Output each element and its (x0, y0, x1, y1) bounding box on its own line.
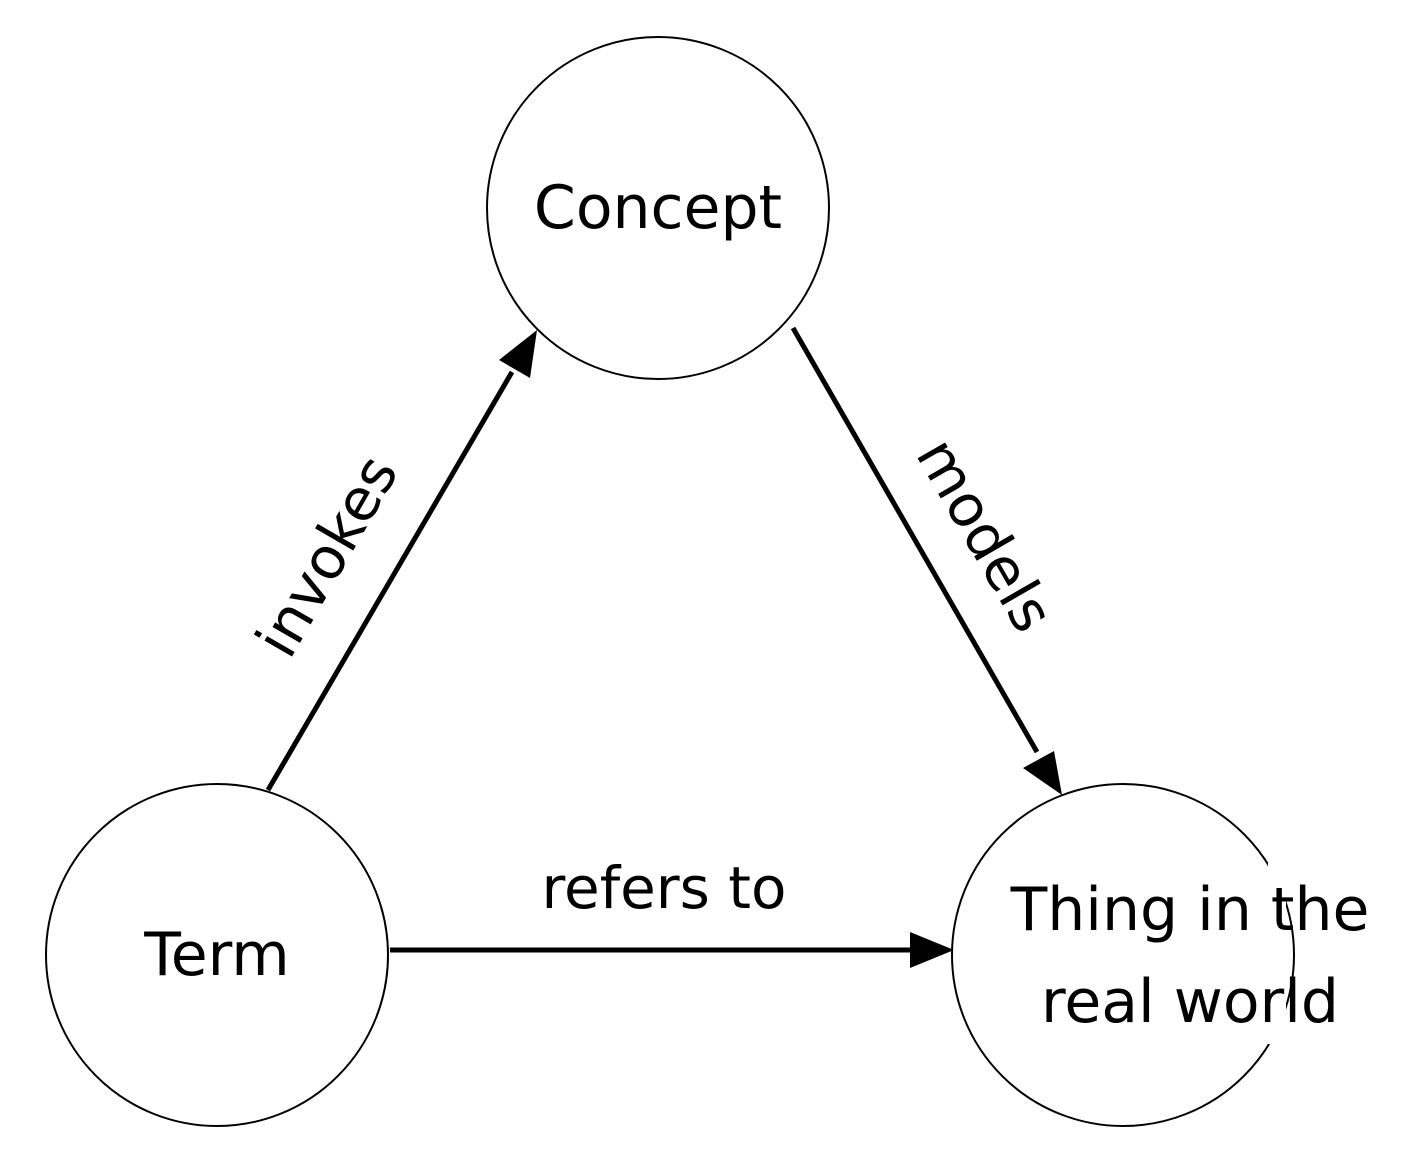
node-term-circle (45, 783, 389, 1127)
node-concept-label: Concept (534, 173, 782, 243)
edge-models-label: models (903, 427, 1067, 644)
node-thing-label-line2: real world (1041, 967, 1339, 1037)
node-concept: Concept (486, 36, 830, 380)
edge-invokes (265, 330, 537, 792)
node-thing-circle-overlap-mask (1268, 858, 1286, 1044)
edge-models (790, 326, 1062, 795)
node-thing: Thing in the real world (951, 783, 1370, 1127)
edge-models-arrowhead (1023, 751, 1062, 795)
edge-refers-to-arrowhead (910, 932, 954, 968)
node-thing-circle (951, 783, 1295, 1127)
edge-invokes-label: invokes (243, 444, 412, 669)
edge-invokes-arrowhead (499, 330, 537, 378)
edge-refers-to (390, 932, 954, 968)
edge-models-line (790, 326, 1040, 754)
node-concept-circle (486, 36, 830, 380)
edge-refers-to-label: refers to (541, 854, 786, 922)
node-term-label: Term (143, 920, 289, 990)
edge-invokes-line (265, 370, 515, 792)
node-thing-label-line1: Thing in the (1010, 875, 1370, 945)
node-term: Term (45, 783, 389, 1127)
